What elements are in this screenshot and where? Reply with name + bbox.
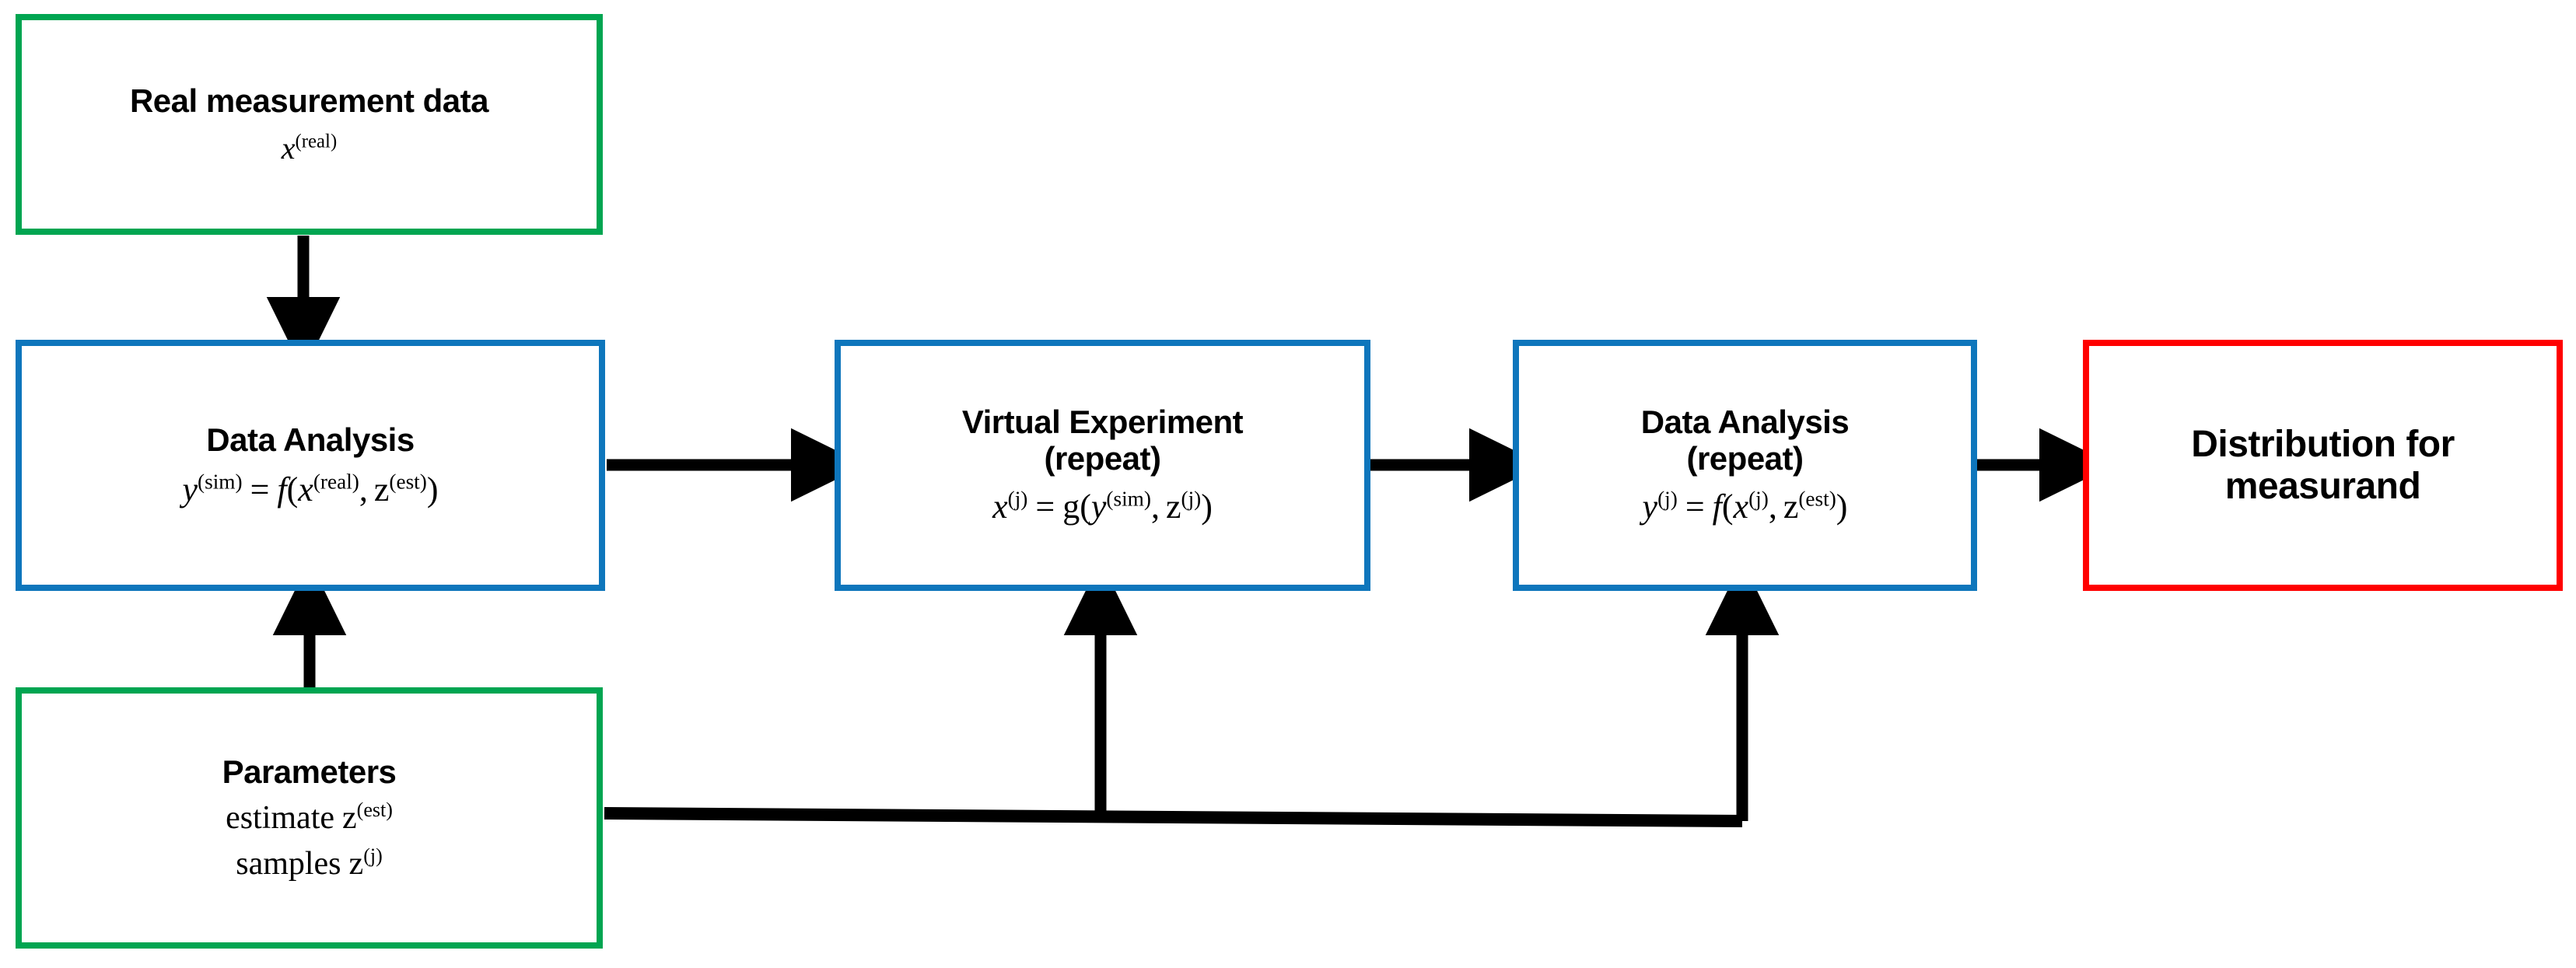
formula-arg2: z (373, 470, 390, 508)
formula-arg1: x (1733, 487, 1749, 526)
formula-comma: , (1150, 487, 1160, 526)
formula-arg2: z (1783, 487, 1799, 526)
formula-lhs-superscript: (j) (1007, 487, 1028, 511)
formula-lhs: y (1642, 487, 1658, 526)
node-formula: y(j)=f(x(j),z(est)) (1643, 487, 1848, 527)
formula-arg2-superscript: (j) (1181, 487, 1202, 511)
node-title: Distribution for (2191, 423, 2455, 465)
formula-lhs-superscript: (j) (1657, 487, 1678, 511)
samples-symbol: z (348, 845, 364, 882)
node-data-analysis[interactable]: Data Analysis y(sim) =f(x(real),z(est)) (16, 340, 605, 591)
node-title: Real measurement data (129, 82, 489, 120)
formula-function: f (277, 470, 287, 508)
formula-close-paren: ) (1836, 487, 1848, 526)
node-distribution-for-measurand[interactable]: Distribution for measurand (2083, 340, 2563, 591)
formula-equals: = (1035, 487, 1055, 526)
node-title-second-line: measurand (2224, 465, 2421, 507)
formula-arg2: z (1165, 487, 1181, 526)
estimate-label: estimate (226, 800, 335, 837)
estimate-symbol: z (342, 800, 357, 837)
formula-arg1-superscript: (sim) (1106, 487, 1151, 511)
node-formula: x(real) (282, 131, 337, 166)
formula-equals: = (1685, 487, 1705, 526)
node-data-analysis-repeat[interactable]: Data Analysis (repeat) y(j)=f(x(j),z(est… (1513, 340, 1977, 591)
formula-lhs-superscript: (sim) (198, 470, 243, 494)
node-title-repeat: (repeat) (1044, 440, 1161, 477)
formula-equals: = (250, 470, 270, 508)
formula-function: g (1062, 487, 1080, 526)
formula-function: f (1712, 487, 1722, 526)
formula-superscript: (real) (295, 131, 338, 152)
formula-arg1: y (1090, 487, 1107, 526)
formula-close-paren: ) (426, 470, 439, 508)
node-title-repeat: (repeat) (1686, 440, 1804, 477)
formula-arg2-superscript: (est) (1798, 487, 1836, 511)
samples-label: samples (236, 845, 341, 882)
node-title: Data Analysis (206, 421, 415, 458)
formula-open-paren: ( (1721, 487, 1734, 526)
formula-lhs: x (992, 487, 1008, 526)
node-title: Data Analysis (1640, 404, 1850, 441)
node-title: Virtual Experiment (961, 404, 1244, 441)
node-formula: x(j)=g(y(sim),z(j)) (992, 487, 1213, 527)
formula-symbol: x (281, 130, 296, 166)
formula-comma: , (359, 470, 368, 508)
node-title: Parameters (222, 753, 397, 791)
bus-parameters-feed (604, 561, 1780, 827)
samples-superscript: (j) (363, 844, 383, 867)
formula-arg1-superscript: (j) (1748, 487, 1769, 511)
formula-lhs: y (182, 470, 198, 508)
formula-arg1: x (298, 470, 313, 508)
formula-open-paren: ( (286, 470, 299, 508)
formula-arg2-superscript: (est) (389, 470, 427, 494)
node-formula: y(sim) =f(x(real),z(est)) (182, 470, 438, 510)
node-virtual-experiment[interactable]: Virtual Experiment (repeat) x(j)=g(y(sim… (835, 340, 1370, 591)
node-real-measurement-data[interactable]: Real measurement data x(real) (16, 14, 603, 235)
formula-comma: , (1768, 487, 1777, 526)
formula-close-paren: ) (1201, 487, 1213, 526)
estimate-superscript: (est) (356, 799, 393, 822)
formula-arg1-superscript: (real) (313, 470, 359, 494)
formula-open-paren: ( (1080, 487, 1091, 526)
